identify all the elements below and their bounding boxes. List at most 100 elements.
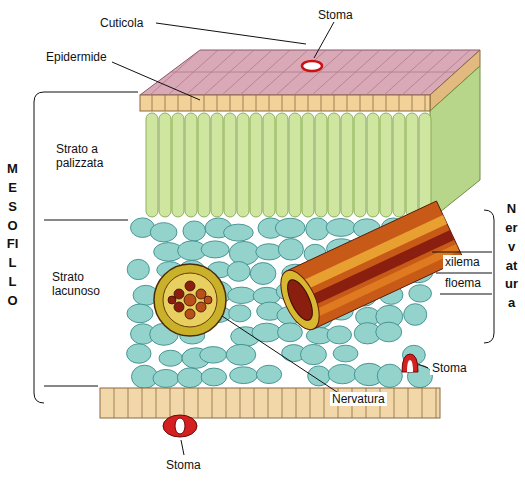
- spongy-cell: [201, 241, 229, 258]
- cell: [204, 95, 205, 111]
- palisade-cell: [328, 113, 340, 217]
- cell: [310, 388, 311, 418]
- spongy-cell: [201, 368, 226, 386]
- cell: [420, 50, 470, 95]
- palisade-cell: [159, 113, 171, 217]
- palisade-cell: [406, 113, 418, 217]
- spongy-cell: [229, 305, 251, 322]
- vessel-cell: [174, 302, 184, 312]
- spongy-cell: [300, 344, 326, 364]
- spongy-cell: [250, 263, 276, 285]
- layer-line: [44, 386, 98, 387]
- spongy-cell: [200, 347, 227, 364]
- cell: [142, 388, 143, 418]
- spongy-cell: [377, 364, 402, 387]
- spongy-cell: [183, 221, 206, 241]
- group-label: MESOFILLO: [6, 160, 19, 311]
- palisade-cell: [172, 113, 184, 217]
- vessel-cells: [168, 281, 212, 319]
- layer-line: [44, 220, 128, 221]
- cell: [282, 95, 283, 111]
- layer-line: [44, 92, 138, 93]
- spongy-cell: [333, 345, 358, 362]
- spongy-cell: [224, 224, 254, 241]
- part-label: Strato a palizzata: [56, 142, 136, 170]
- spongy-cell: [127, 344, 151, 363]
- upper-epidermis: [140, 95, 430, 111]
- part-label: Stoma: [318, 8, 353, 22]
- cell: [152, 95, 153, 111]
- spongy-cell: [326, 219, 355, 237]
- spongy-cell: [327, 326, 351, 344]
- palisade-cell: [302, 113, 314, 217]
- vein-stripe: [306, 244, 459, 321]
- leaf-layers: [100, 50, 480, 418]
- stomata: [163, 61, 418, 437]
- leader-line: [181, 440, 184, 455]
- palisade-cell: [224, 113, 236, 217]
- palisade-cell: [185, 113, 197, 217]
- cell: [156, 388, 157, 418]
- spongy-cell: [226, 344, 256, 365]
- cell: [165, 95, 166, 111]
- stoma-right: [402, 354, 418, 372]
- cell: [295, 95, 296, 111]
- part-label: Nervatura: [330, 392, 387, 406]
- palisade-cell: [146, 113, 158, 217]
- vein-core: [283, 276, 318, 323]
- palisade-cell: [419, 113, 431, 217]
- leader-line: [418, 364, 428, 368]
- cell: [386, 95, 387, 111]
- palisade-cell: [380, 113, 392, 217]
- cell: [399, 95, 400, 111]
- vein-stripe: [300, 230, 454, 310]
- spongy-cell: [278, 323, 303, 342]
- cell: [321, 95, 322, 111]
- palisade-cell: [211, 113, 223, 217]
- palisade-cell: [354, 113, 366, 217]
- cell: [422, 388, 423, 418]
- spongy-cell: [275, 218, 305, 238]
- spongy-cell: [306, 218, 329, 240]
- spongy-cell: [150, 223, 177, 242]
- cell: [269, 95, 270, 111]
- palisade-cell: [237, 113, 249, 217]
- stoma-top: [302, 61, 322, 71]
- vein-bracket: [484, 210, 494, 343]
- leader-line: [432, 252, 492, 253]
- cell: [243, 95, 244, 111]
- lower-epidermis: [100, 388, 440, 418]
- palisade-cells: [146, 113, 431, 217]
- cell: [254, 388, 255, 418]
- leader-line: [222, 316, 340, 394]
- cell: [191, 95, 192, 111]
- palisade-cell: [276, 113, 288, 217]
- vein-section: [154, 264, 226, 336]
- leader-line: [314, 22, 334, 58]
- brackets: [34, 92, 494, 403]
- leader-line: [436, 273, 492, 274]
- spongy-cell: [404, 304, 427, 326]
- palisade-cell: [315, 113, 327, 217]
- vessel-cell: [185, 309, 195, 319]
- part-label: xilema: [443, 255, 482, 269]
- leader-line: [112, 62, 200, 100]
- spongy-cell: [127, 259, 149, 279]
- spongy-cell: [177, 368, 202, 388]
- spongy-cell: [159, 350, 182, 366]
- cell: [373, 95, 374, 111]
- cell: [217, 95, 218, 111]
- palisade-cell: [263, 113, 275, 217]
- cell: [184, 388, 185, 418]
- spongy-cell: [230, 367, 258, 384]
- palisade-cell: [198, 113, 210, 217]
- cell: [360, 95, 361, 111]
- part-label: floema: [443, 276, 483, 290]
- spongy-cell: [227, 262, 250, 282]
- spongy-cell: [409, 285, 432, 302]
- part-label: Strato lacunoso: [52, 270, 124, 298]
- palisade-cell: [341, 113, 353, 217]
- vessel-cell: [196, 302, 206, 312]
- leader-lines: [112, 22, 492, 455]
